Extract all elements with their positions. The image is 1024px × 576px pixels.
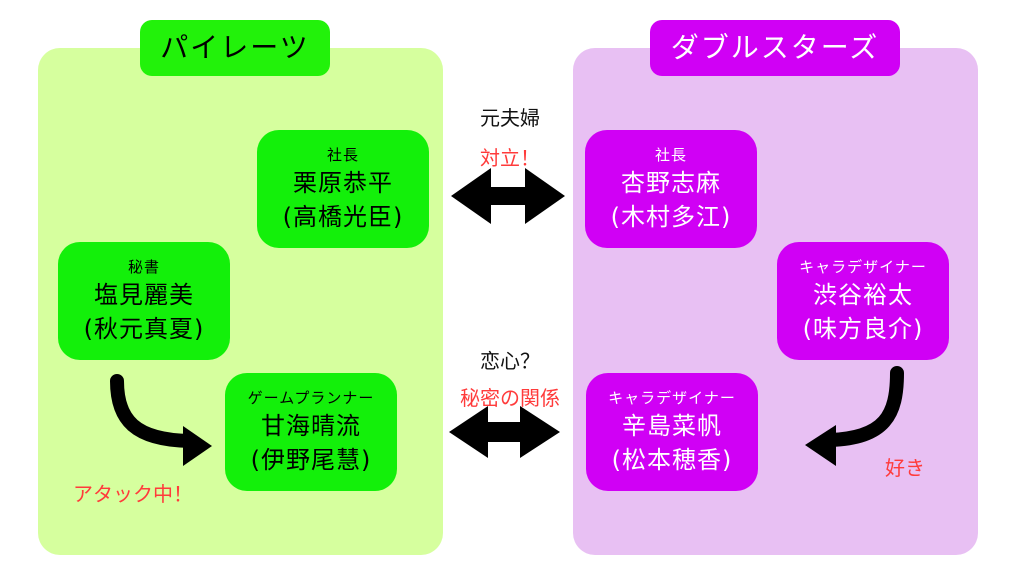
relation-note-like: 好き — [885, 456, 925, 480]
curved-arrow-shiomi-to-amami — [110, 374, 197, 448]
character-role: ゲームプランナー — [247, 389, 375, 407]
arrowhead-shibuya-to-karashima — [805, 425, 836, 466]
character-card-shibuya: キャラデザイナー 渋谷裕太 (味方良介) — [777, 242, 949, 360]
character-actor: (高橋光臣) — [282, 203, 404, 231]
character-name: 杏野志麻 — [621, 169, 721, 197]
character-role: 社長 — [654, 146, 687, 164]
character-card-shiomi: 秘書 塩見麗美 (秋元真夏) — [58, 242, 230, 360]
character-actor: (松本穂香) — [611, 446, 733, 474]
double-arrow-designers — [449, 406, 560, 458]
relation-note-attack: アタック中！ — [73, 482, 193, 506]
character-card-kurihara: 社長 栗原恭平 (高橋光臣) — [257, 130, 429, 248]
arrowhead-shiomi-to-amami — [183, 426, 212, 466]
character-role: キャラデザイナー — [799, 258, 927, 276]
character-name: 塩見麗美 — [94, 281, 194, 309]
character-card-anno: 社長 杏野志麻 (木村多江) — [585, 130, 757, 248]
double-arrow-presidents — [451, 168, 565, 224]
character-role: 秘書 — [127, 258, 160, 276]
relation-note-presidents: 対立！ — [480, 146, 540, 170]
character-role: キャラデザイナー — [608, 389, 736, 407]
character-name: 渋谷裕太 — [813, 281, 913, 309]
character-card-amami: ゲームプランナー 甘海晴流 (伊野尾慧) — [225, 373, 397, 491]
relation-label-presidents: 元夫婦 — [480, 106, 540, 130]
character-role: 社長 — [326, 146, 359, 164]
team-title-double-stars: ダブルスターズ — [650, 20, 900, 76]
character-name: 辛島菜帆 — [622, 412, 722, 440]
character-actor: (味方良介) — [802, 315, 924, 343]
character-actor: (秋元真夏) — [83, 315, 205, 343]
character-name: 甘海晴流 — [261, 412, 361, 440]
team-title-pirates: パイレーツ — [140, 20, 330, 76]
relation-label-designers: 恋心？ — [480, 349, 540, 373]
character-card-karashima: キャラデザイナー 辛島菜帆 (松本穂香) — [586, 373, 758, 491]
relation-note-designers: 秘密の関係 — [460, 386, 560, 410]
character-actor: (木村多江) — [610, 203, 732, 231]
character-name: 栗原恭平 — [293, 169, 393, 197]
curved-arrow-shibuya-to-karashima — [823, 366, 904, 447]
character-actor: (伊野尾慧) — [250, 446, 372, 474]
